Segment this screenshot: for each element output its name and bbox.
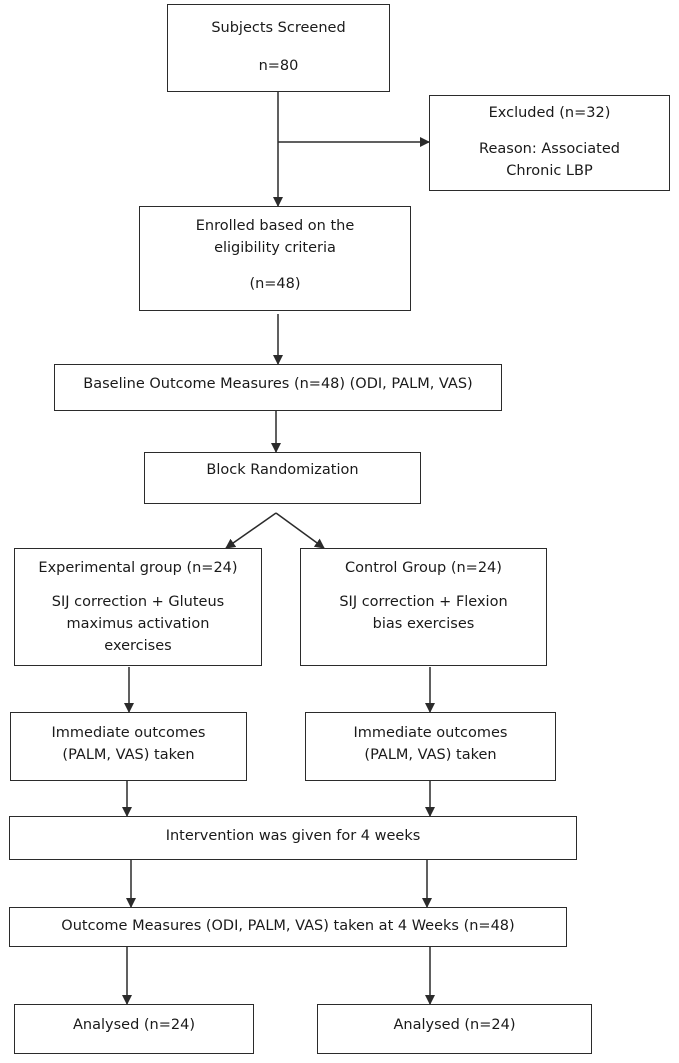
experimental-line2: maximus activation (66, 616, 210, 632)
arrow-randomization-to-control (275, 512, 325, 549)
immediate-left-box: Immediate outcomes (PALM, VAS) taken (10, 712, 247, 781)
outcome-4-weeks-text: Outcome Measures (ODI, PALM, VAS) taken … (61, 918, 515, 934)
analysed-left-box: Analysed (n=24) (14, 1004, 254, 1054)
enrolled-line1: Enrolled based on the (195, 218, 355, 234)
immediate-right-line1: Immediate outcomes (353, 725, 508, 741)
analysed-right-box: Analysed (n=24) (317, 1004, 592, 1054)
randomization-box: Block Randomization (144, 452, 421, 504)
enrolled-box: Enrolled based on the eligibility criter… (139, 206, 411, 311)
control-group-box: Control Group (n=24) SIJ correction + Fl… (300, 548, 547, 666)
screened-box: Subjects Screened n=80 (167, 4, 390, 92)
immediate-left-line1: Immediate outcomes (51, 725, 206, 741)
excluded-box: Excluded (n=32) Reason: Associated Chron… (429, 95, 670, 191)
immediate-right-line2: (PALM, VAS) taken (364, 747, 497, 763)
enrolled-count: (n=48) (249, 276, 301, 292)
control-title: Control Group (n=24) (345, 560, 502, 576)
excluded-reason-line1: Reason: Associated (479, 141, 620, 157)
outcome-4-weeks-box: Outcome Measures (ODI, PALM, VAS) taken … (9, 907, 567, 947)
experimental-line1: SIJ correction + Gluteus (51, 594, 225, 610)
randomization-text: Block Randomization (206, 462, 359, 478)
excluded-reason-line2: Chronic LBP (506, 163, 593, 179)
immediate-right-box: Immediate outcomes (PALM, VAS) taken (305, 712, 556, 781)
experimental-line3: exercises (104, 638, 172, 654)
baseline-text: Baseline Outcome Measures (n=48) (ODI, P… (83, 376, 473, 392)
intervention-box: Intervention was given for 4 weeks (9, 816, 577, 860)
screened-title: Subjects Screened (211, 20, 346, 36)
experimental-title: Experimental group (n=24) (38, 560, 238, 576)
analysed-right-text: Analysed (n=24) (393, 1017, 516, 1033)
analysed-left-text: Analysed (n=24) (73, 1017, 195, 1033)
baseline-box: Baseline Outcome Measures (n=48) (ODI, P… (54, 364, 502, 411)
immediate-left-line2: (PALM, VAS) taken (62, 747, 195, 763)
screened-count: n=80 (258, 58, 299, 74)
arrow-randomization-to-experimental (225, 512, 277, 549)
intervention-text: Intervention was given for 4 weeks (165, 828, 421, 844)
experimental-group-box: Experimental group (n=24) SIJ correction… (14, 548, 262, 666)
control-line1: SIJ correction + Flexion (339, 594, 508, 610)
excluded-title: Excluded (n=32) (488, 105, 611, 121)
enrolled-line2: eligibility criteria (214, 240, 336, 256)
control-line2: bias exercises (372, 616, 475, 632)
